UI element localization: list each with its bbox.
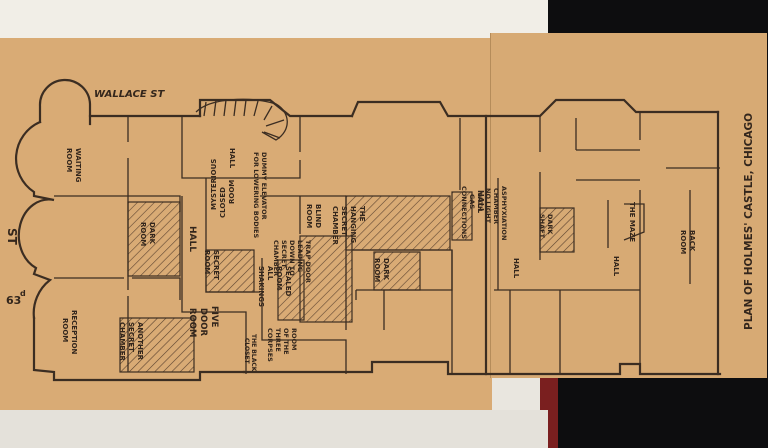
svg-text:d: d [20,289,26,298]
reception-room-label: RECEPTIONROOM [61,310,78,355]
five-door-room-label: FIVEDOORROOM [187,306,219,337]
plan-caption: PLAN OF HOLMES' CASTLE, CHICAGO [743,113,755,330]
room-three-corpses-label: ROOMOF THETHREECORPSES [266,328,298,362]
outer-walls [14,78,722,382]
interior-walls [54,112,720,374]
sealed-room-label: SEALEDROOMALLSHAKINGS [257,266,292,307]
svg-text:63: 63 [6,294,21,307]
dark-room-left-label: DARKROOM [139,222,156,246]
dark-shaft-label: DARKSHAFT [538,214,554,239]
asphyxiation-chamber-label: ASPHYXIATIONCHAMBERNO LIGHTWITHGASCONNEC… [460,186,508,240]
hanging-chamber-label: THEHANGINGSECRETCHAMBER [331,206,366,245]
dark-room-mid-fill [373,251,421,291]
dummy-elevator-label: DUMMY ELEVATORFOR LOWERING BODIES [252,152,268,238]
black-closet-label: THE BLACKCLOSET [243,334,257,372]
trap-door-label: TRAP DOORLEADINGDOWN TOSECRETCHAMBER [272,240,312,283]
room-labels: WAITINGROOM DARKROOM RECEPTIONROOM ANOTH… [61,148,696,372]
trap-door-fill [299,235,353,323]
mysterious-closed-room-label: MYSTERIOUSCLOSEDROOM [210,159,236,218]
dark-shaft-fill [539,207,575,253]
spiral-staircase [195,98,288,141]
secret-room-label: SECRETROOM [203,250,220,280]
dark-room-mid-label: DARKROOM [373,258,390,282]
hall-right2-label: HALL [612,256,620,277]
svg-text:ST: ST [5,228,19,246]
another-secret-chamber-fill [119,317,195,373]
back-room-label: BACKROOM [679,230,696,254]
another-secret-chamber-label: ANOTHERSECRETCHAMBER [118,322,144,361]
the-maze-label: THE MAZE [628,202,636,242]
hall-east-label: HALL [476,190,485,213]
sixty-third-street-label: 63 d ST [5,228,26,307]
page-bottom-margin [0,410,548,448]
wallace-street-label: WALLACE ST [94,89,165,100]
hall-top-label: HALL [228,148,236,169]
hall-right-label: HALL [512,258,520,279]
blind-room-label: BLINDROOM [305,204,322,228]
plan-sheet-right [490,33,767,378]
hall-mid-label: HALL [187,226,197,252]
waiting-room-label: WAITINGROOM [65,148,82,183]
hanging-chamber-fill [345,195,451,251]
stair-east-fill [451,191,473,241]
page-top-margin [0,0,552,38]
